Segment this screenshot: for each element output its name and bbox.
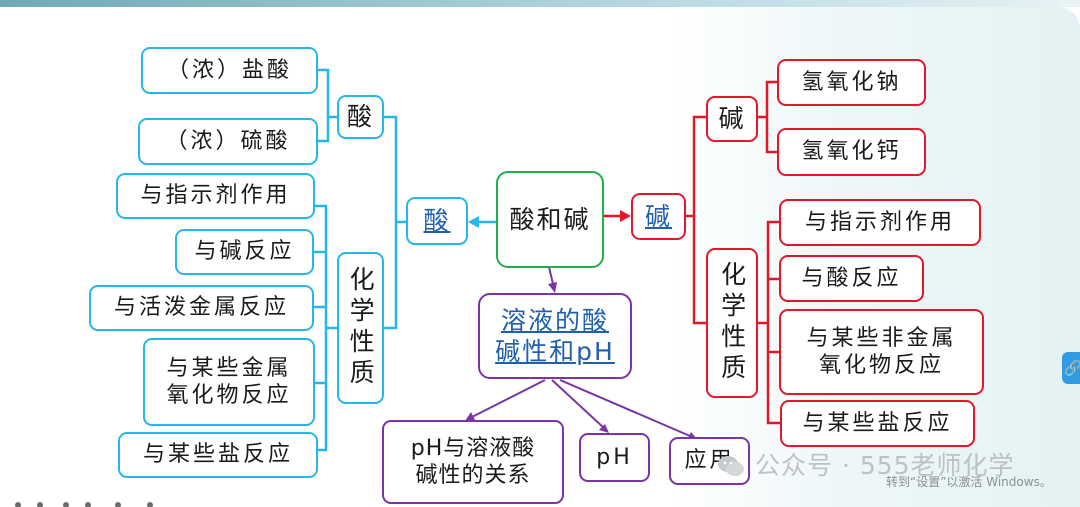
acid-node[interactable]: 酸: [406, 197, 468, 245]
acid-examples-bracket: [318, 68, 330, 143]
base-example-2: 氢氧化钙: [777, 128, 926, 176]
base-arrowhead: [620, 210, 631, 222]
acid-example-2: （浓）硫酸: [138, 118, 318, 165]
base-props-label-text: 化学性质: [717, 261, 747, 385]
solution-to-child-2-head: [599, 424, 609, 433]
base-prop-2: 与酸反应: [779, 255, 924, 302]
acid-example-1: （浓）盐酸: [141, 47, 318, 94]
solution-to-child-2: [551, 379, 605, 429]
base-prop-1: 与指示剂作用: [779, 199, 981, 246]
base-link-label[interactable]: 碱: [644, 201, 672, 231]
acid-prop-5: 与某些盐反应: [118, 432, 318, 478]
acid-arrowhead: [468, 216, 479, 228]
base-examples-bracket: [765, 80, 777, 154]
solution-to-child-3: [559, 379, 691, 437]
base-group-node: 碱: [706, 96, 758, 142]
acid-prop-1: 与指示剂作用: [116, 173, 315, 219]
solution-child-1: pH与溶液酸 碱性的关系: [382, 420, 564, 504]
acid-group-node: 酸: [337, 95, 384, 139]
base-example-1: 氢氧化钠: [777, 59, 926, 106]
solution-child-3: 应用: [669, 437, 750, 485]
acid-prop-3: 与活泼金属反应: [89, 285, 314, 331]
base-properties-label: 化学性质: [706, 248, 758, 398]
base-main-bracket: [692, 115, 706, 325]
acid-prop-2: 与碱反应: [175, 229, 314, 275]
acid-link-label[interactable]: 酸: [423, 206, 451, 236]
center-to-solution: [548, 266, 554, 285]
solution-child-2: pH: [579, 433, 650, 482]
acid-props-label-text: 化学性质: [346, 266, 376, 390]
top-bar: [0, 0, 1080, 7]
bottom-dots: [15, 502, 153, 507]
base-node[interactable]: 碱: [631, 193, 686, 240]
acid-props-bracket: [315, 204, 328, 452]
acid-properties-label: 化学性质: [337, 252, 384, 404]
solution-node[interactable]: 溶液的酸碱性和pH: [478, 293, 632, 379]
solution-link-label[interactable]: 溶液的酸碱性和pH: [495, 305, 615, 366]
windows-activation-notice: 转到“设置”以激活 Windows。: [886, 475, 1052, 489]
watermark-text: 公众号 · 555老师化学: [755, 451, 1015, 480]
link-icon[interactable]: 🔗: [1062, 352, 1080, 384]
base-prop-4: 与某些盐反应: [780, 400, 975, 447]
solution-to-child-1-head: [465, 412, 475, 421]
base-prop-3: 与某些非金属 氧化物反应: [779, 309, 984, 395]
acid-main-bracket: [384, 115, 398, 330]
chat-logo-icon: [718, 456, 744, 476]
acid-prop-4: 与某些金属 氧化物反应: [143, 338, 315, 426]
center-node: 酸和碱: [496, 171, 604, 268]
center-to-solution-head: [548, 282, 557, 293]
solution-to-child-1: [469, 379, 546, 419]
